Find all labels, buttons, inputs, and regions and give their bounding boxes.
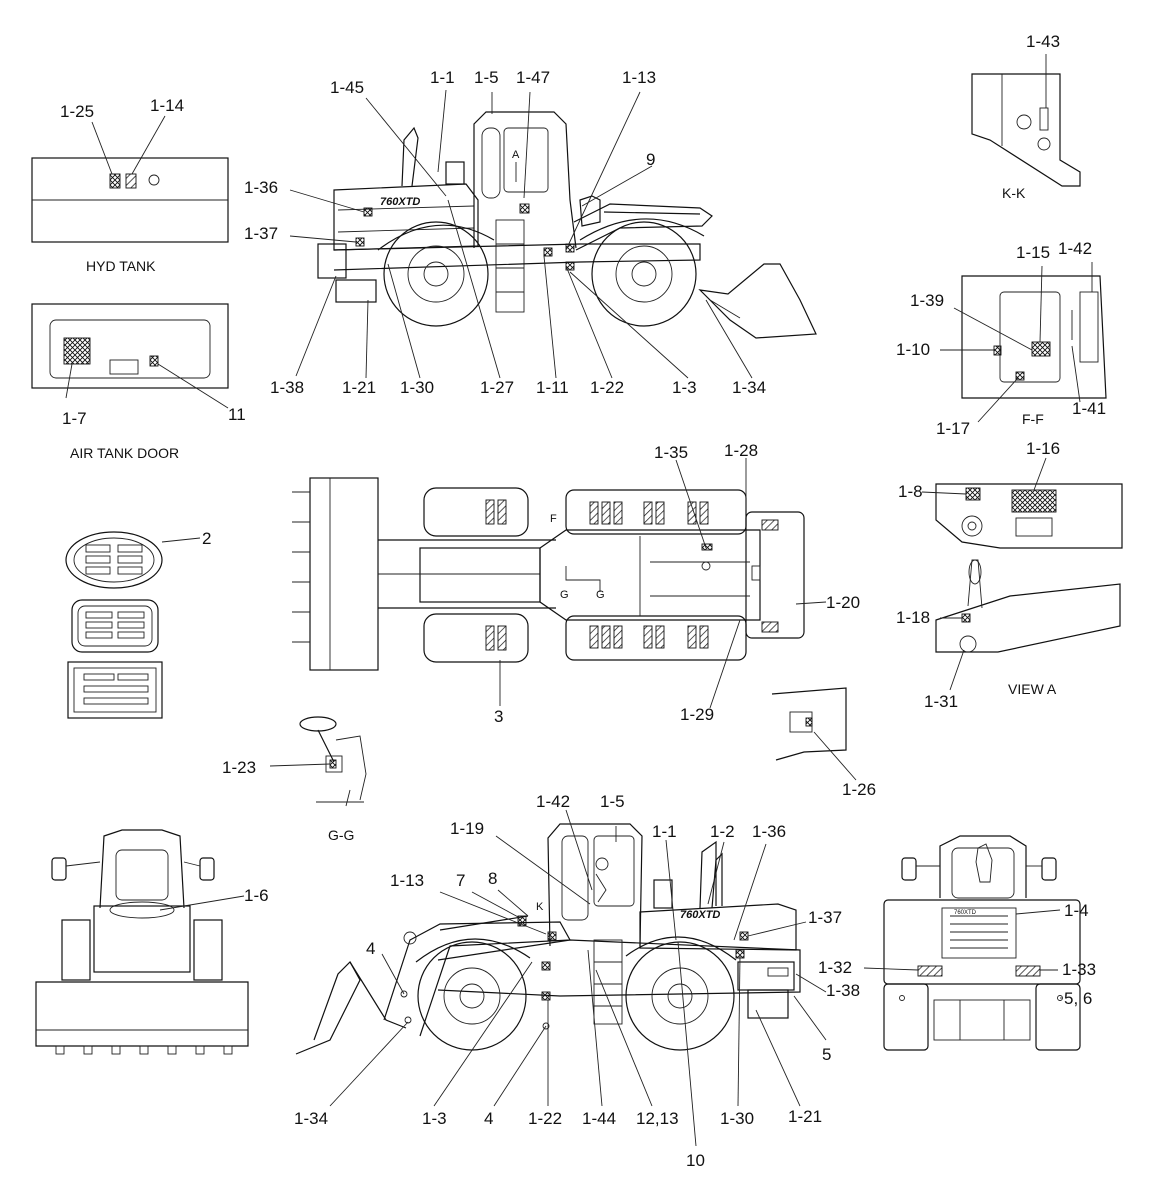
- label-1-14: 1-14: [150, 96, 184, 115]
- label-1-1-top: 1-1: [430, 68, 455, 87]
- air-tank-door-caption: AIR TANK DOOR: [70, 445, 179, 461]
- view-f-f: 1-15 1-42 1-39 1-10 1-17 1-41 F-F: [896, 239, 1107, 438]
- label-1-42-ff: 1-42: [1058, 239, 1092, 258]
- label-2: 2: [202, 529, 211, 548]
- label-12-13: 12,13: [636, 1109, 679, 1128]
- label-1-28: 1-28: [724, 441, 758, 460]
- label-1-35: 1-35: [654, 443, 688, 462]
- label-1-47: 1-47: [516, 68, 550, 87]
- view-a: 1-18 1-31 VIEW A: [896, 559, 1121, 711]
- label-1-34-top: 1-34: [732, 378, 766, 397]
- label-1-3-top: 1-3: [672, 378, 697, 397]
- model-badge-side-bottom: 760XTD: [680, 909, 720, 921]
- label-11: 11: [228, 405, 246, 424]
- label-5: 5: [822, 1045, 831, 1064]
- hyd-tank-view: 1-25 1-14 HYD TANK: [31, 96, 229, 274]
- side-view-right: K 760XTD: [294, 792, 860, 1170]
- plan-view: F G G 1-35 1-28 1-20 3 1-29: [292, 441, 860, 726]
- label-1-13-side: 1-13: [390, 871, 424, 890]
- label-1-13-top: 1-13: [622, 68, 656, 87]
- label-1-6: 1-6: [244, 886, 269, 905]
- label-1-30-top: 1-30: [400, 378, 434, 397]
- label-1-2: 1-2: [710, 822, 735, 841]
- label-1-27: 1-27: [480, 378, 514, 397]
- label-1-30-side: 1-30: [720, 1109, 754, 1128]
- k-k-caption: K-K: [1002, 185, 1026, 201]
- label-1-3-side: 1-3: [422, 1109, 447, 1128]
- label-1-18: 1-18: [896, 608, 930, 627]
- label-1-5-side: 1-5: [600, 792, 625, 811]
- label-1-33: 1-33: [1062, 960, 1096, 979]
- label-1-43: 1-43: [1026, 32, 1060, 51]
- label-1-21-top: 1-21: [342, 378, 376, 397]
- rear-view: 760XTD 1-4 1-32 1-33 5, 6: [818, 835, 1096, 1051]
- label-5-6: 5, 6: [1064, 989, 1092, 1008]
- section-g-mark-2: G: [596, 589, 605, 601]
- label-1-1-side: 1-1: [652, 822, 677, 841]
- section-k-mark: K: [536, 901, 544, 913]
- side-view-left: 760XTD A: [244, 68, 817, 397]
- rear-brand-plate: 760XTD: [954, 910, 977, 916]
- label-9: 9: [646, 150, 655, 169]
- view-k-k: 1-43 K-K: [971, 32, 1081, 201]
- label-1-42-side: 1-42: [536, 792, 570, 811]
- label-1-34-side: 1-34: [294, 1109, 328, 1128]
- label-1-21-side: 1-21: [788, 1107, 822, 1126]
- label-1-37-top: 1-37: [244, 224, 278, 243]
- switch-panel-view: 1-8 1-16: [898, 439, 1123, 549]
- label-1-11: 1-11: [536, 378, 569, 397]
- label-1-38-top: 1-38: [270, 378, 304, 397]
- label-1-38-side: 1-38: [826, 981, 860, 1000]
- label-1-4: 1-4: [1064, 901, 1089, 920]
- label-1-36-side: 1-36: [752, 822, 786, 841]
- detail-1-26: 1-26: [771, 687, 876, 799]
- front-view: 1-6: [35, 829, 269, 1055]
- label-1-22-top: 1-22: [590, 378, 624, 397]
- label-1-17: 1-17: [936, 419, 970, 438]
- section-g-mark-1: G: [560, 589, 569, 601]
- label-1-36-top: 1-36: [244, 178, 278, 197]
- label-1-25: 1-25: [60, 102, 94, 121]
- view-a-mark: A: [512, 149, 520, 161]
- section-f-mark: F: [550, 513, 557, 525]
- view-g-g: 1-23 G-G: [222, 716, 367, 843]
- label-1-31: 1-31: [924, 692, 958, 711]
- label-1-7: 1-7: [62, 409, 87, 428]
- label-1-15: 1-15: [1016, 243, 1050, 262]
- label-8: 8: [488, 869, 497, 888]
- label-1-10: 1-10: [896, 340, 930, 359]
- label-1-19: 1-19: [450, 819, 484, 838]
- label-1-8: 1-8: [898, 482, 923, 501]
- label-1-45: 1-45: [330, 78, 364, 97]
- label-1-29: 1-29: [680, 705, 714, 724]
- label-4-lower: 4: [484, 1109, 493, 1128]
- label-1-20: 1-20: [826, 593, 860, 612]
- g-g-caption: G-G: [328, 827, 354, 843]
- label-1-44: 1-44: [582, 1109, 616, 1128]
- label-1-37-side: 1-37: [808, 908, 842, 927]
- grille-decals: 2: [65, 529, 211, 719]
- label-10: 10: [686, 1151, 705, 1170]
- label-1-23: 1-23: [222, 758, 256, 777]
- view-a-caption: VIEW A: [1008, 681, 1057, 697]
- label-1-5-top: 1-5: [474, 68, 499, 87]
- label-1-32: 1-32: [818, 958, 852, 977]
- label-3: 3: [494, 707, 503, 726]
- label-1-16: 1-16: [1026, 439, 1060, 458]
- air-tank-door-view: 1-7 11 AIR TANK DOOR: [31, 303, 246, 461]
- label-1-39: 1-39: [910, 291, 944, 310]
- label-7: 7: [456, 871, 465, 890]
- label-1-26: 1-26: [842, 780, 876, 799]
- label-4-upper: 4: [366, 939, 375, 958]
- label-1-22-side: 1-22: [528, 1109, 562, 1128]
- model-badge-side-top: 760XTD: [380, 196, 420, 208]
- f-f-caption: F-F: [1022, 411, 1044, 427]
- hyd-tank-caption: HYD TANK: [86, 258, 156, 274]
- label-1-41: 1-41: [1072, 399, 1106, 418]
